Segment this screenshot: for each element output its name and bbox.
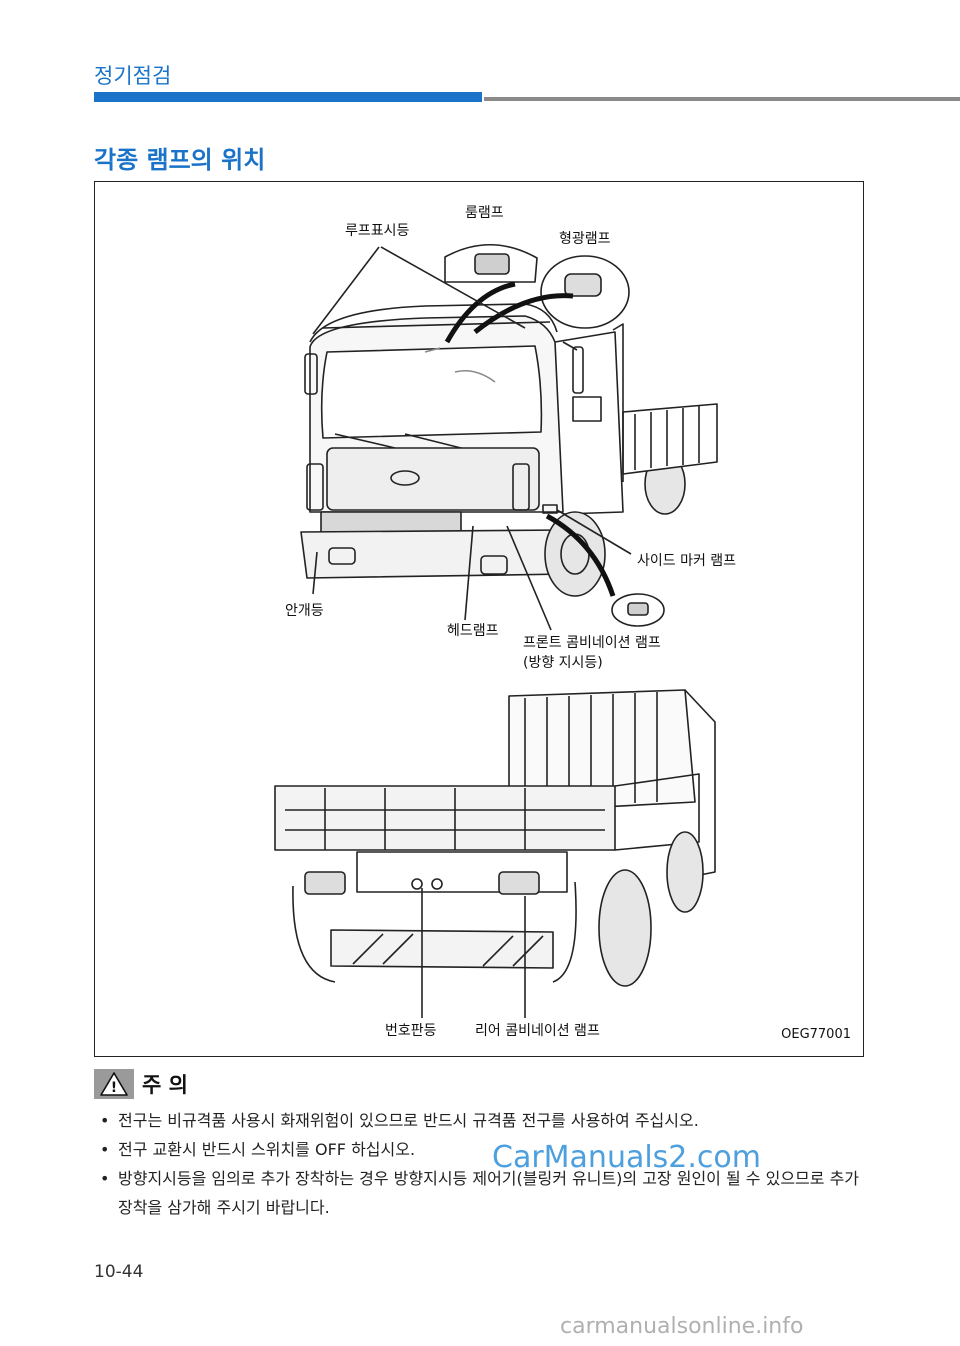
label-roof-marker: 루프표시등 <box>345 223 410 239</box>
header-bar-blue <box>94 92 482 102</box>
label-fluorescent-lamp: 형광램프 <box>559 231 611 247</box>
label-rear-combination: 리어 콤비네이션 램프 <box>475 1023 600 1039</box>
warning-icon: ! <box>94 1069 134 1099</box>
footer-site: carmanualsonline.info <box>560 1314 804 1339</box>
label-side-marker: 사이드 마커 램프 <box>637 553 737 569</box>
label-front-combination: 프론트 콤비네이션 램프 <box>523 635 661 651</box>
section-header: 정기점검 <box>94 64 172 88</box>
warning-glyph: ! <box>111 1080 117 1096</box>
page-number: 10-44 <box>94 1262 144 1282</box>
caution-title: 주 의 <box>142 1073 188 1097</box>
caution-item: 방향지시등을 임의로 추가 장착하는 경우 방향지시등 제어기(블링커 유니트)… <box>96 1164 876 1222</box>
watermark: CarManuals2.com <box>492 1140 762 1175</box>
label-room-lamp: 룸램프 <box>465 205 504 221</box>
lamp-location-figure: 루프표시등 룸램프 형광램프 사이드 마커 램프 안개등 헤드램프 프론트 콤비… <box>94 181 864 1057</box>
label-front-combination-sub: (방향 지시등) <box>523 655 603 671</box>
caution-header: ! 주 의 <box>94 1068 188 1100</box>
label-fog-lamp: 안개등 <box>285 603 324 619</box>
caution-item: 전구 교환시 반드시 스위치를 OFF 하십시오. <box>96 1135 876 1164</box>
caution-item: 전구는 비규격품 사용시 화재위험이 있으므로 반드시 규격품 전구를 사용하여… <box>96 1106 876 1135</box>
label-license-lamp: 번호판등 <box>385 1023 437 1039</box>
header-bar-gray <box>484 97 960 101</box>
truck-illustration <box>274 244 718 1018</box>
caution-list: 전구는 비규격품 사용시 화재위험이 있으므로 반드시 규격품 전구를 사용하여… <box>96 1106 876 1222</box>
page-title: 각종 램프의 위치 <box>94 146 266 174</box>
figure-code: OEG77001 <box>781 1027 851 1042</box>
label-headlamp: 헤드램프 <box>447 623 499 639</box>
